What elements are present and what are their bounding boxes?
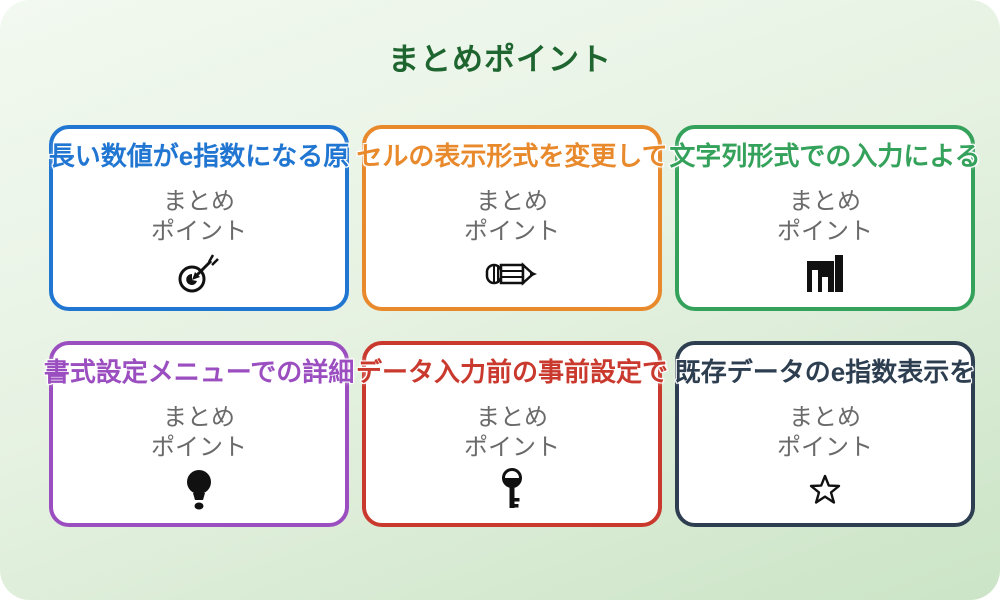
card-title: 長い数値がe指数になる原 xyxy=(48,141,350,171)
lightbulb-icon xyxy=(184,469,214,511)
card-subtitle-line1: まとめ xyxy=(163,188,235,215)
card-title: データ入力前の事前設定で xyxy=(356,357,669,387)
card: 既存データのe指数表示を まとめ ポイント xyxy=(675,341,975,527)
card-title: 文字列形式での入力による xyxy=(669,141,981,171)
key-icon xyxy=(499,468,525,511)
card: 書式設定メニューでの詳細 まとめ ポイント xyxy=(44,341,354,527)
card-subtitle-line2: ポイント xyxy=(777,218,873,245)
card-subtitle-line2: ポイント xyxy=(464,434,560,461)
card-title: 書式設定メニューでの詳細 xyxy=(43,357,355,387)
pencil-icon xyxy=(485,253,539,295)
card-subtitle-line2: ポイント xyxy=(151,434,247,461)
card-subtitle-line1: まとめ xyxy=(163,404,235,431)
card-subtitle-line1: まとめ xyxy=(789,188,861,215)
page-title: まとめポイント xyxy=(388,42,612,77)
card: 長い数値がe指数になる原 まとめ ポイント xyxy=(49,125,349,311)
card-title: セルの表示形式を変更して xyxy=(356,141,668,171)
card: 文字列形式での入力による まとめ ポイント xyxy=(669,125,981,311)
card-subtitle-line1: まとめ xyxy=(789,404,861,431)
bar-chart-icon xyxy=(804,253,846,295)
card-subtitle-line2: ポイント xyxy=(151,218,247,245)
card-subtitle-line1: まとめ xyxy=(476,188,548,215)
card-grid: 長い数値がe指数になる原 まとめ ポイント セルの表示形式を変更して まとめ ポ… xyxy=(44,125,981,527)
card-subtitle-line2: ポイント xyxy=(464,218,560,245)
card: データ入力前の事前設定で まとめ ポイント xyxy=(356,341,668,527)
card: セルの表示形式を変更して まとめ ポイント xyxy=(356,125,668,311)
dart-target-icon xyxy=(175,253,223,295)
star-icon xyxy=(809,469,841,511)
card-subtitle-line1: まとめ xyxy=(476,404,548,431)
card-subtitle-line2: ポイント xyxy=(777,434,873,461)
card-title: 既存データのe指数表示を xyxy=(674,357,976,387)
